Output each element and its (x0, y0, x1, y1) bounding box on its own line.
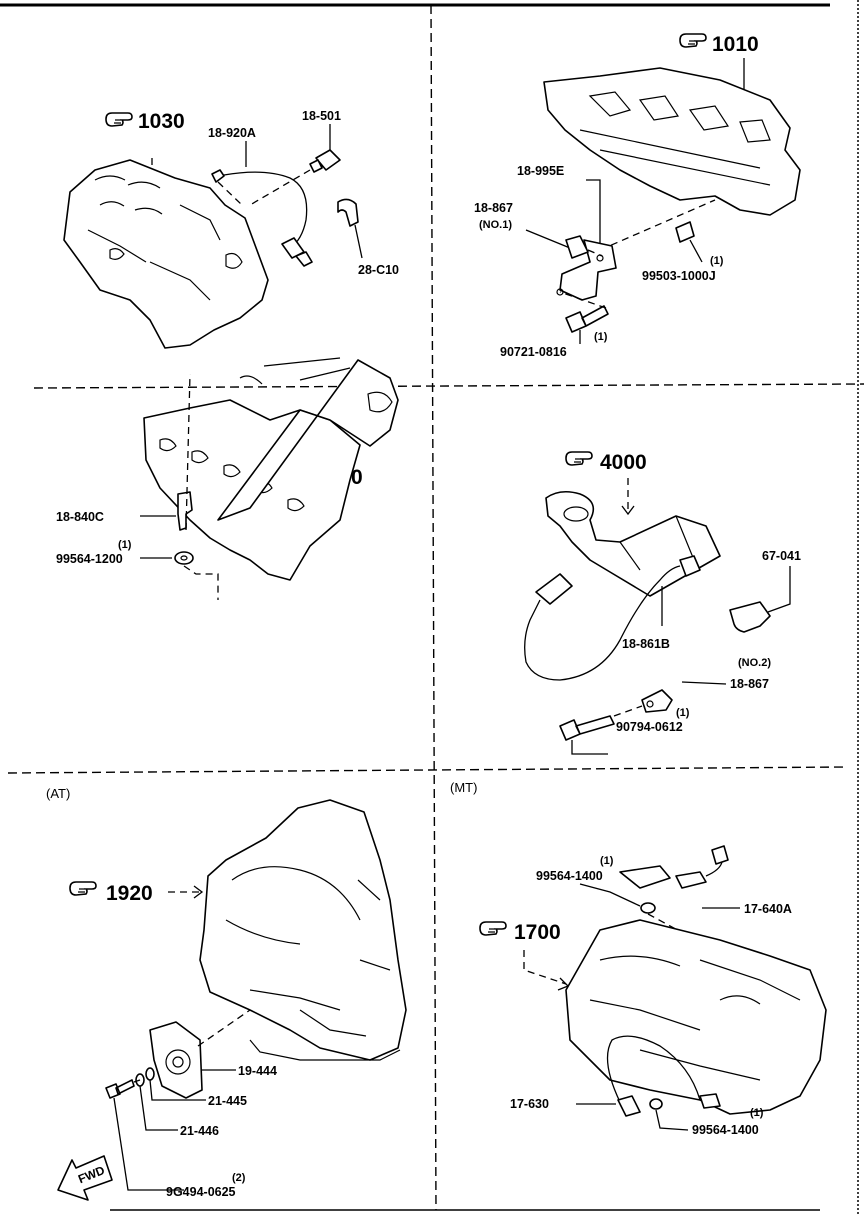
part-note-no2: (NO.2) (738, 657, 771, 669)
part-label-99564-1400-b: 99564-1400 (692, 1123, 759, 1137)
part-qty-99564-1400-a: (1) (600, 855, 614, 867)
cylinder-head-drawing (543, 67, 801, 216)
cylinder-block-drawing (63, 159, 269, 349)
panel-cylinder-head: 1010 18-995E 18-867 (NO.1) (1) 99503-100… (474, 33, 801, 359)
part-label-18-867-no1: 18-867 (474, 201, 513, 215)
part-qty-90721-0816: (1) (594, 331, 608, 343)
part-label-18-867-no2: 18-867 (730, 677, 769, 691)
part-label-18-501: 18-501 (302, 109, 341, 123)
part-note-no1: (NO.1) (479, 219, 512, 231)
bolt-90794-0612 (559, 715, 615, 741)
part-label-28-C10: 28-C10 (358, 263, 399, 277)
part-label-18-861B: 18-861B (622, 637, 670, 651)
center-vertical-divider (430, 4, 437, 1211)
section-label-mt: (MT) (450, 780, 477, 795)
part-label-21-446: 21-446 (180, 1124, 219, 1138)
part-qty-9G494-0625: (2) (232, 1172, 246, 1184)
pointing-hand-icon (565, 451, 593, 466)
part-label-90794-0612: 90794-0612 (616, 720, 683, 734)
pointing-hand-icon (479, 921, 507, 936)
part-label-9G494-0625: 9G494-0625 (166, 1185, 236, 1199)
automatic-transaxle-drawing (199, 799, 407, 1061)
inhibitor-switch-drawing (149, 1021, 203, 1099)
ref-1920: 1920 (106, 882, 153, 905)
pointing-hand-icon (69, 881, 97, 896)
ref-1010: 1010 (712, 33, 759, 56)
bracket-drawing (559, 239, 617, 301)
part-label-90721-0816: 90721-0816 (500, 345, 567, 359)
part-label-18-920A: 18-920A (208, 126, 256, 140)
section-label-at: (AT) (46, 786, 70, 801)
panel-automatic-transaxle: (AT) 1920 19-444 21-445 21-446 (2) 9G494… (46, 786, 407, 1201)
part-label-18-840C: 18-840C (56, 510, 104, 524)
panel-manual-transaxle: (MT) (1) 99564-1400 17-640A 1700 17-630 … (450, 780, 827, 1137)
ref-1700: 1700 (514, 921, 561, 944)
part-label-17-640A: 17-640A (744, 902, 792, 916)
panel-intake-manifold: 1300 18-840C (1) 99564-1200 (56, 357, 399, 600)
part-label-99564-1400-a: 99564-1400 (536, 869, 603, 883)
ref-4000: 4000 (600, 451, 647, 474)
manual-transaxle-drawing (565, 919, 827, 1115)
part-label-21-445: 21-445 (208, 1094, 247, 1108)
part-label-99564-1200: 99564-1200 (56, 552, 123, 566)
part-qty-99564-1200: (1) (118, 539, 132, 551)
ref-1030: 1030 (138, 110, 185, 133)
bolt-9G494-0625 (105, 1079, 135, 1099)
part-label-67-041: 67-041 (762, 549, 801, 563)
pointing-hand-icon (105, 112, 133, 127)
panel-cylinder-block: 1030 18-920A 18-501 28-C10 (63, 109, 399, 349)
row-divider-1 (33, 383, 864, 389)
throttle-body-drawing (217, 359, 399, 521)
part-label-99503-1000J: 99503-1000J (642, 269, 716, 283)
fwd-arrow-icon: FWD (57, 1155, 113, 1201)
bolt-90721-0816 (565, 305, 609, 333)
part-qty-90794-0612: (1) (676, 707, 690, 719)
part-label-17-630: 17-630 (510, 1097, 549, 1111)
row-divider-2 (7, 766, 847, 774)
pointing-hand-icon (679, 33, 707, 48)
part-label-18-995E: 18-995E (517, 164, 564, 178)
panel-exhaust: 4000 67-041 18-861B (NO.2) 18-867 (1) 90… (524, 451, 801, 755)
part-label-19-444: 19-444 (238, 1064, 277, 1078)
part-qty-99503-1000J: (1) (710, 255, 724, 267)
part-qty-99564-1400-b: (1) (750, 1107, 764, 1119)
